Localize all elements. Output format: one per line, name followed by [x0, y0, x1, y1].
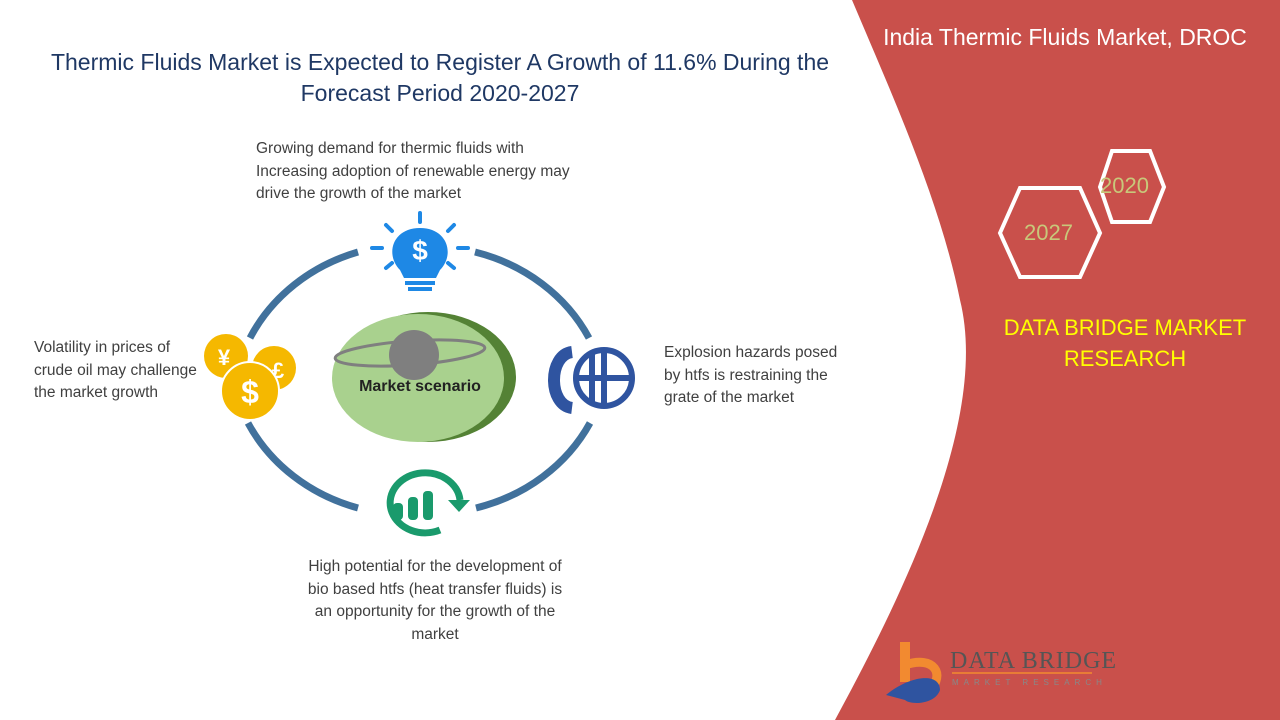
svg-text:¥: ¥ — [218, 345, 231, 370]
growth-chart-cycle-icon — [386, 469, 470, 537]
logo-tagline: MARKET RESEARCH — [952, 678, 1107, 687]
year-2020: 2020 — [1100, 173, 1149, 198]
year-2027: 2027 — [1024, 220, 1073, 245]
challenges-text: Volatility in prices of crude oil may ch… — [34, 339, 197, 401]
svg-text:$: $ — [412, 235, 428, 266]
svg-text:$: $ — [241, 374, 259, 410]
page-title: Thermic Fluids Market is Expected to Reg… — [50, 49, 830, 106]
currency-coins-icon: ¥ £ $ — [204, 334, 296, 421]
center-label: Market scenario — [359, 378, 481, 395]
restraints-text: Explosion hazards posed by htfs is restr… — [664, 344, 838, 406]
brand-text: DATA BRIDGE MARKET RESEARCH — [1003, 315, 1247, 371]
hexagon-2020 — [1097, 149, 1167, 224]
logo-mark — [886, 642, 1092, 703]
logo-name: DATA BRIDGE — [950, 648, 1118, 674]
ring — [244, 248, 594, 512]
red-side-panel — [835, 0, 1280, 720]
opportunities-text: High potential for the development of bi… — [307, 558, 563, 643]
market-scenario-graphic — [332, 312, 516, 442]
lightbulb-dollar-icon: $ — [370, 211, 470, 291]
phone-globe-icon — [548, 346, 635, 414]
hexagon-2027 — [997, 186, 1103, 279]
side-title: India Thermic Fluids Market, DROC — [883, 24, 1247, 50]
drivers-text: Growing demand for thermic fluids with I… — [256, 140, 570, 202]
